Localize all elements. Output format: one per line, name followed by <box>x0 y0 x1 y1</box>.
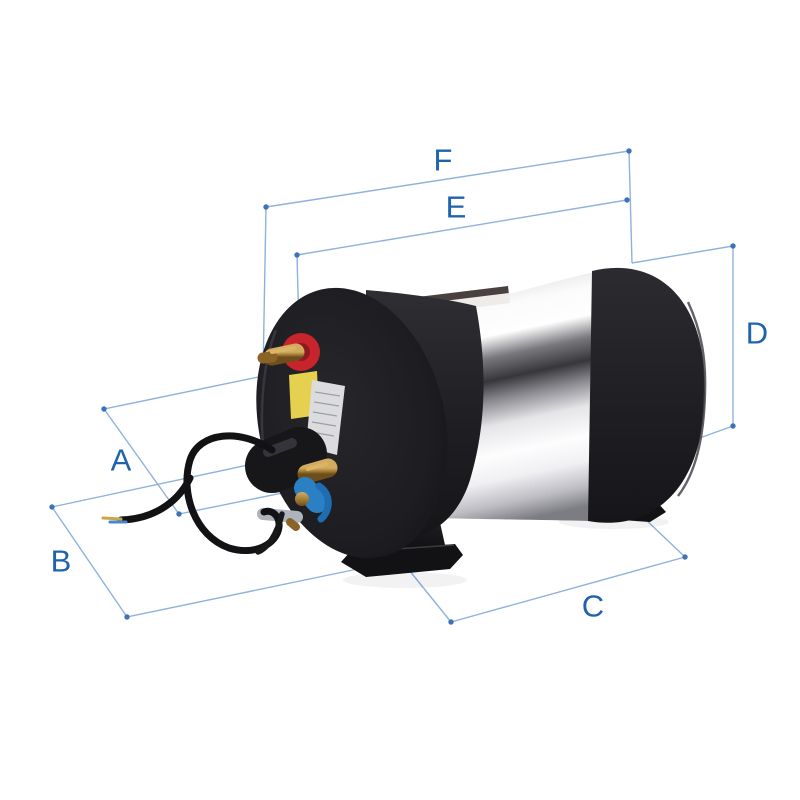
brass-inlet-fitting <box>257 343 305 366</box>
ext-line-b-top <box>51 461 263 508</box>
dim-line-e <box>296 199 628 256</box>
dim-line-f <box>265 150 630 208</box>
dimension-label-c: C <box>581 588 605 624</box>
power-cable <box>101 432 285 555</box>
dimension-endpoint-dots <box>49 148 736 625</box>
dim-line-c <box>450 556 686 623</box>
dimension-label-b: B <box>50 543 72 579</box>
dimension-label-e: E <box>445 189 467 225</box>
pressure-relief-valve-blue <box>294 477 332 523</box>
water-heater-illustration <box>101 267 707 588</box>
ext-line-c-left <box>408 569 452 623</box>
front-insulation-cap <box>256 287 484 559</box>
ext-line-fe-right <box>628 150 633 264</box>
dimension-label-f: F <box>433 142 453 178</box>
dim-line-b <box>51 506 128 618</box>
dimension-label-a: A <box>110 442 132 478</box>
brass-outlet-fitting <box>297 458 338 484</box>
dim-line-a <box>103 408 180 515</box>
ext-line-b-bottom <box>126 565 373 618</box>
ext-line-d-top <box>631 245 734 264</box>
rear-insulation-cap <box>588 267 707 523</box>
shadow-front-foot <box>343 572 467 588</box>
cable-wire-tips <box>101 516 128 524</box>
ext-line-a-top <box>103 374 269 410</box>
dimension-label-d: D <box>745 315 769 351</box>
dimension-lines <box>49 148 736 625</box>
ext-line-c-right <box>642 516 686 558</box>
